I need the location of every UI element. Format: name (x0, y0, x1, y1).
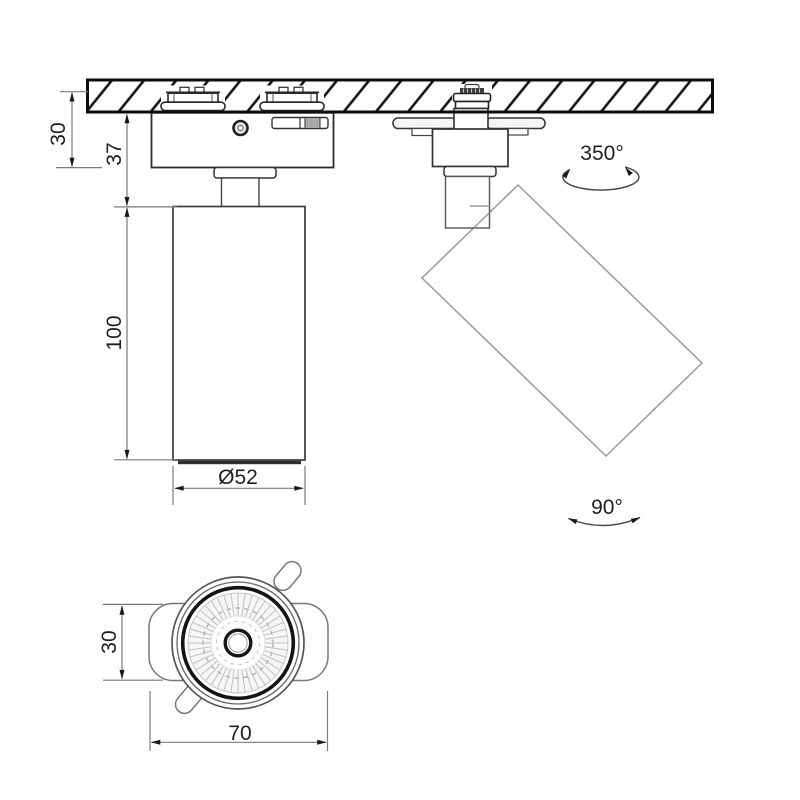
lamp-lens-rim (178, 460, 301, 465)
track-arm-left (392, 117, 458, 130)
rotation-annotation: 350° (562, 142, 640, 191)
track-clip-right (452, 83, 492, 110)
swivel-annotation: 90° (566, 496, 642, 527)
bezel-ring (176, 581, 300, 705)
stem-right (444, 175, 491, 229)
reflector-flutes (188, 593, 288, 693)
dim-bracket-height: 30 (98, 603, 163, 681)
track-clip-left-1 (160, 84, 226, 112)
dim-bracket-width: 70 (149, 691, 329, 751)
dim-body-length-label: 100 (103, 315, 126, 350)
dim-track-depth-label: 30 (47, 122, 70, 145)
track-arm-right (485, 117, 546, 130)
dim-body-diameter-label: Ø52 (218, 466, 258, 489)
dim-track-depth: 30 (47, 91, 102, 169)
dashed-circle-outer (202, 607, 274, 679)
tab-upper (273, 560, 302, 592)
arm-stub-right (507, 127, 529, 136)
right-spotlight (392, 107, 704, 458)
screw-knurl (460, 88, 484, 94)
bottom-view (148, 560, 329, 715)
left-spotlight (150, 111, 335, 465)
slider-grip (304, 117, 321, 129)
flange-right (443, 165, 497, 178)
rotation-range-label: 350° (580, 142, 623, 165)
dim-body-diameter: Ø52 (172, 466, 306, 505)
ceiling-outline (86, 78, 714, 114)
dim-bracket-height-label: 30 (98, 630, 121, 653)
lamp-body-tilted (420, 183, 704, 458)
dashed-circle-inner (215, 620, 261, 666)
dim-body-length: 100 (103, 206, 177, 461)
dim-bracket-width-label: 70 (228, 722, 251, 745)
stem-left (220, 177, 260, 208)
adapter-box-right (431, 128, 509, 168)
swivel-range-label: 90° (591, 496, 623, 519)
lamp-body-front (172, 205, 306, 461)
lens-ring-dark (180, 585, 296, 701)
flange-left (213, 166, 277, 179)
rotation-arrow-ellipse (562, 166, 640, 191)
track-clip-left-2 (259, 84, 325, 112)
dim-mount-height-label: 37 (103, 142, 126, 165)
dim-mount-height: 37 (103, 113, 130, 207)
